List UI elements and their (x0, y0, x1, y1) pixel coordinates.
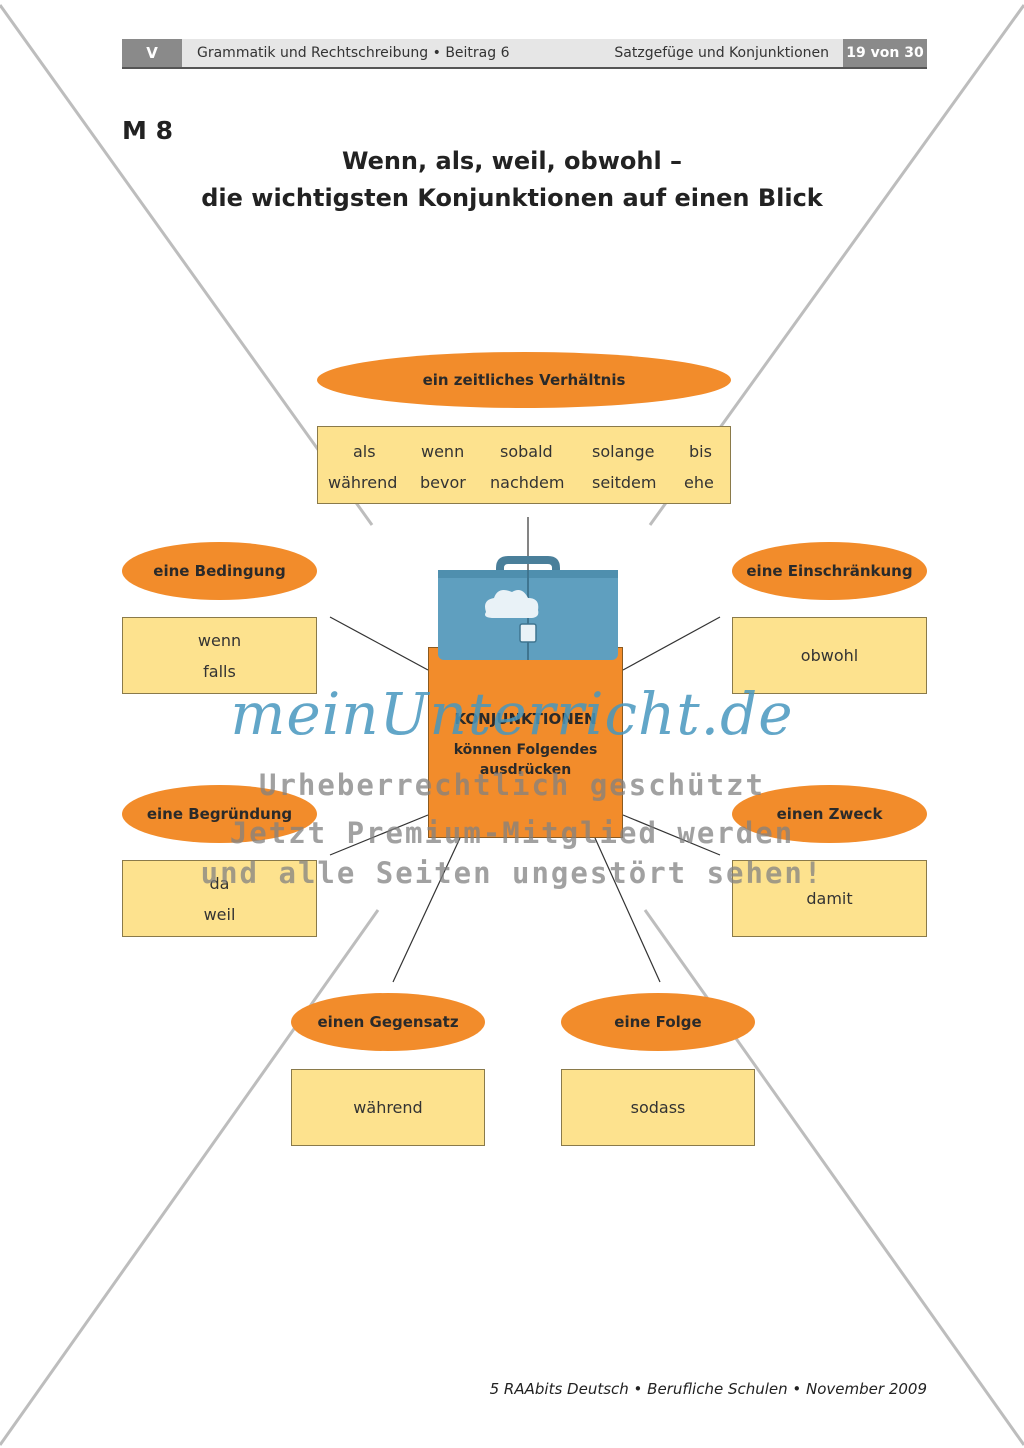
word-ehe: ehe (684, 473, 714, 492)
box-einschraenkung: obwohl (732, 617, 927, 694)
word-seitdem: seitdem (592, 473, 657, 492)
word-wenn-bedingung: wenn (197, 630, 242, 650)
word-sobald: sobald (500, 442, 553, 461)
ellipse-einschraenkung: eine Einschränkung (732, 542, 927, 600)
ellipse-zeitlich: ein zeitliches Verhältnis (317, 352, 731, 408)
word-sodass: sodass (630, 1098, 686, 1117)
word-solange: solange (592, 442, 655, 461)
word-falls: falls (203, 661, 236, 681)
material-label: M 8 (122, 116, 173, 145)
page-footer: 5 RAAbits Deutsch • Berufliche Schulen •… (489, 1380, 927, 1398)
watermark-line-3: und alle Seiten ungestört sehen! (200, 856, 824, 890)
briefcase-icon (438, 556, 618, 660)
section-badge: V (122, 39, 182, 67)
ellipse-zweck: einen Zweck (732, 785, 927, 843)
center-line-2: können Folgendes (453, 742, 598, 758)
ellipse-gegensatz: einen Gegensatz (291, 993, 485, 1051)
header-left-text: Grammatik und Rechtschreibung • Beitrag … (197, 45, 510, 61)
title-line-2: die wichtigsten Konjunktionen auf einen … (201, 184, 823, 212)
box-begruendung: da weil (122, 860, 317, 937)
word-nachdem: nachdem (490, 473, 565, 492)
word-weil: weil (203, 904, 236, 924)
ellipse-begruendung: eine Begründung (122, 785, 317, 843)
header-right-text: Satzgefüge und Konjunktionen (614, 45, 829, 61)
word-waehrend: während (328, 473, 398, 492)
center-title: KONJUNKTIONEN (454, 710, 597, 728)
ellipse-bedingung: eine Bedingung (122, 542, 317, 600)
box-bedingung: wenn falls (122, 617, 317, 694)
center-line-3: ausdrücken (479, 762, 572, 778)
box-zeitlich: als wenn sobald solange bis während bevo… (317, 426, 731, 504)
word-wenn: wenn (421, 442, 465, 461)
watermark-line-2: Jetzt Premium-Mitglied werden (229, 816, 795, 850)
word-waehrend-gegensatz: während (353, 1098, 423, 1117)
box-folge: sodass (561, 1069, 755, 1146)
watermark-brand: meinUnterricht.de (230, 680, 794, 748)
page-header: V Grammatik und Rechtschreibung • Beitra… (122, 39, 927, 69)
word-bevor: bevor (420, 473, 466, 492)
page-number: 19 von 30 (843, 39, 927, 67)
word-als: als (353, 442, 376, 461)
box-zweck: damit (732, 860, 927, 937)
title-line-1: Wenn, als, weil, obwohl – (341, 147, 683, 175)
word-da: da (209, 873, 230, 893)
word-damit: damit (806, 889, 853, 908)
watermark-line-1: Urheberrechtlich geschützt (259, 768, 765, 802)
ellipse-folge: eine Folge (561, 993, 755, 1051)
word-bis: bis (689, 442, 712, 461)
box-gegensatz: während (291, 1069, 485, 1146)
word-obwohl: obwohl (800, 646, 859, 665)
